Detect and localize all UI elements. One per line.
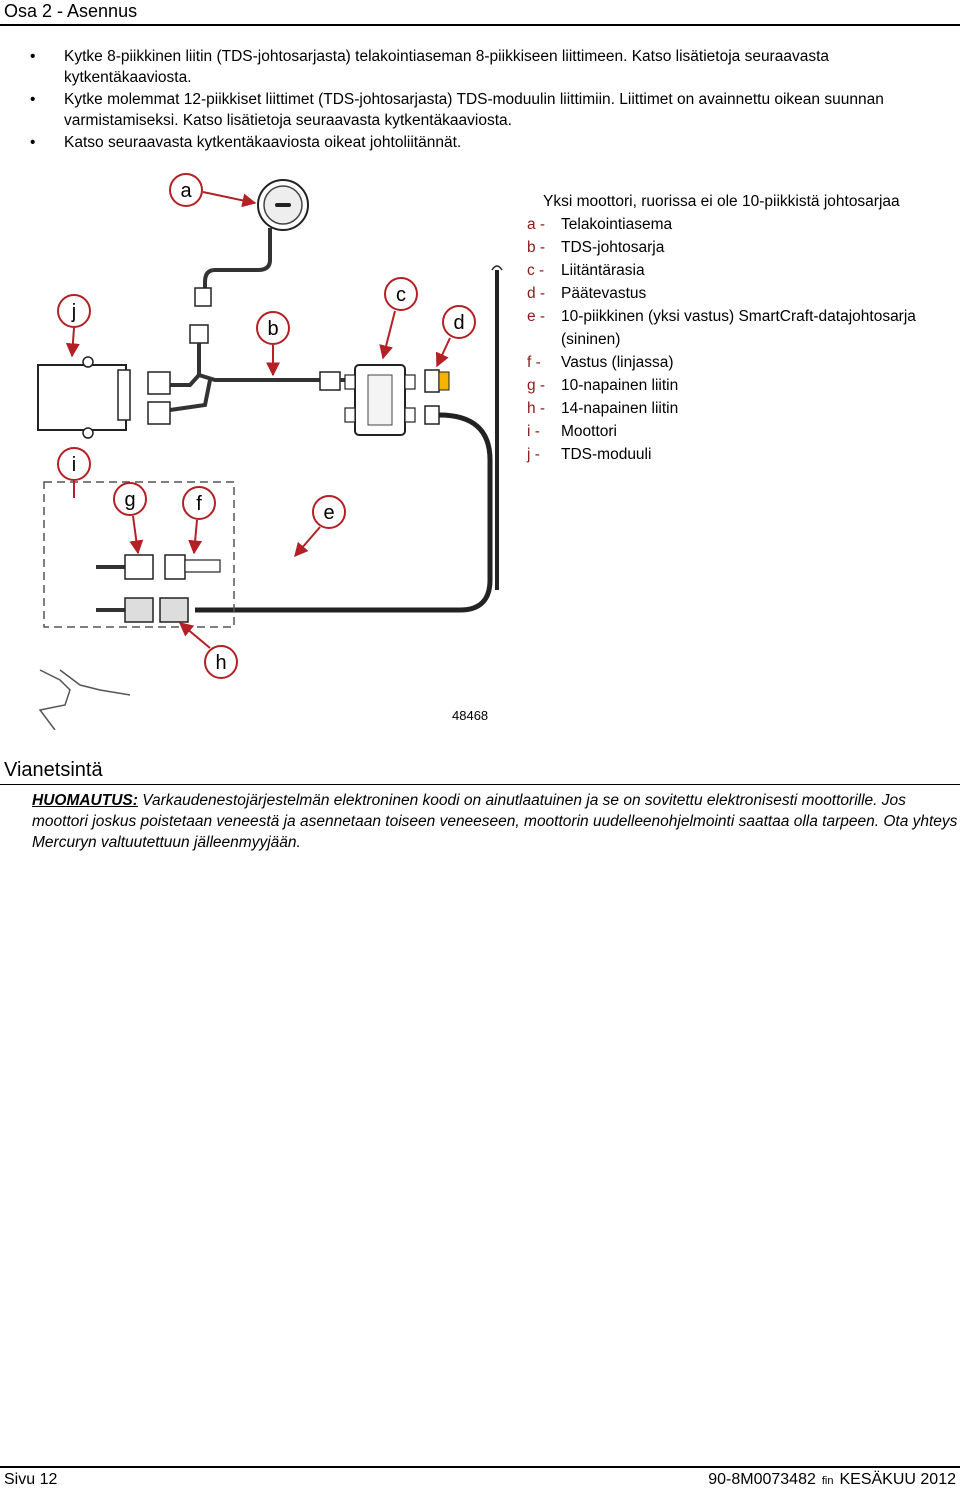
- legend-item: c - Liitäntärasia: [527, 259, 957, 282]
- instruction-item: • Kytke molemmat 12-piikkiset liittimet …: [0, 89, 940, 132]
- diagram-legend: Yksi moottori, ruorissa ei ole 10-piikki…: [527, 190, 957, 466]
- legend-item: a - Telakointiasema: [527, 213, 957, 236]
- footer-doc-info: 90-8M0073482 fin KESÄKUU 2012: [708, 1471, 956, 1489]
- instruction-text: Kytke 8-piikkinen liitin (TDS-johtosarja…: [64, 48, 830, 86]
- legend-key: h -: [527, 400, 546, 417]
- svg-text:h: h: [215, 652, 226, 674]
- legend-item: i - Moottori: [527, 420, 957, 443]
- svg-text:d: d: [453, 312, 464, 334]
- legend-item: j - TDS-moduuli: [527, 443, 957, 466]
- wiring-diagram: a b c d e f g h i j: [37, 173, 503, 730]
- legend-item: f - Vastus (linjassa): [527, 351, 957, 374]
- header-rule: [0, 24, 960, 26]
- legend-text: Telakointiasema: [561, 216, 673, 233]
- note-paragraph: HUOMAUTUS: Varkaudenestojärjestelmän ele…: [32, 790, 960, 853]
- callout-g: g: [113, 482, 147, 555]
- legend-key: d -: [527, 285, 546, 302]
- legend-key: j -: [527, 446, 540, 463]
- legend-text: Liitäntärasia: [561, 262, 645, 279]
- legend-text: TDS-johtosarja: [561, 239, 665, 256]
- instruction-item: • Katso seuraavasta kytkentäkaaviosta oi…: [0, 132, 940, 153]
- bullet-icon: •: [30, 48, 36, 65]
- legend-key: b -: [527, 239, 546, 256]
- doc-number: 90-8M0073482: [708, 1471, 816, 1488]
- legend-title: Yksi moottori, ruorissa ei ole 10-piikki…: [543, 193, 900, 210]
- page-number: Sivu 12: [4, 1471, 58, 1488]
- doc-date: KESÄKUU 2012: [839, 1471, 956, 1488]
- bullet-icon: •: [30, 134, 36, 151]
- legend-key: f -: [527, 354, 541, 371]
- callout-j: j: [57, 294, 91, 358]
- instruction-text: Kytke molemmat 12-piikkiset liittimet (T…: [64, 91, 884, 129]
- legend-key: g -: [527, 377, 546, 394]
- svg-text:e: e: [323, 502, 334, 524]
- callout-h: h: [178, 622, 238, 679]
- legend-key: c -: [527, 262, 545, 279]
- instruction-item: • Kytke 8-piikkinen liitin (TDS-johtosar…: [0, 46, 940, 89]
- legend-text: TDS-moduuli: [561, 446, 652, 463]
- callout-a: a: [169, 173, 257, 208]
- svg-text:a: a: [180, 180, 192, 202]
- note-text: Varkaudenestojärjestelmän elektroninen k…: [32, 792, 958, 851]
- callout-i: i: [57, 447, 91, 498]
- svg-text:g: g: [124, 489, 135, 511]
- legend-text: 14-napainen liitin: [561, 400, 679, 417]
- note-label: HUOMAUTUS:: [32, 792, 138, 809]
- figure-number: 48468: [452, 708, 488, 723]
- legend-text: Päätevastus: [561, 285, 647, 302]
- callout-b: b: [256, 311, 290, 377]
- svg-text:i: i: [72, 454, 76, 476]
- svg-text:b: b: [267, 318, 278, 340]
- callout-f: f: [182, 486, 216, 555]
- callout-e: e: [294, 495, 346, 558]
- bullet-icon: •: [30, 91, 36, 108]
- callout-c: c: [379, 277, 418, 360]
- legend-key: a -: [527, 216, 546, 233]
- legend-item: e - 10-piikkinen (yksi vastus) SmartCraft…: [527, 305, 957, 351]
- legend-item: g - 10-napainen liitin: [527, 374, 957, 397]
- svg-text:f: f: [196, 493, 202, 515]
- legend-text: Vastus (linjassa): [561, 354, 674, 371]
- instruction-list: • Kytke 8-piikkinen liitin (TDS-johtosar…: [0, 46, 940, 153]
- instruction-text: Katso seuraavasta kytkentäkaaviosta oike…: [64, 134, 462, 151]
- chapter-title: Osa 2 - Asennus: [4, 1, 138, 21]
- svg-text:j: j: [71, 301, 76, 323]
- legend-text: 10-napainen liitin: [561, 377, 679, 394]
- docking-station-icon: [257, 179, 309, 231]
- legend-text: Moottori: [561, 423, 617, 440]
- callout-d: d: [435, 305, 476, 368]
- junction-box-icon: [344, 364, 416, 436]
- tds-module-icon: [37, 356, 131, 439]
- legend-text: 10-piikkinen (yksi vastus) SmartCraft-da…: [561, 308, 916, 348]
- legend-item: d - Päätevastus: [527, 282, 957, 305]
- section-title: Vianetsintä: [4, 759, 103, 781]
- terminator-resistor-icon: [424, 369, 450, 393]
- language-code: fin: [821, 1475, 834, 1487]
- legend-key: e -: [527, 308, 546, 325]
- footer-rule: [0, 1466, 960, 1468]
- svg-text:c: c: [396, 284, 406, 306]
- legend-item: b - TDS-johtosarja: [527, 236, 957, 259]
- section-rule: [0, 784, 960, 785]
- legend-item: h - 14-napainen liitin: [527, 397, 957, 420]
- legend-key: i -: [527, 423, 540, 440]
